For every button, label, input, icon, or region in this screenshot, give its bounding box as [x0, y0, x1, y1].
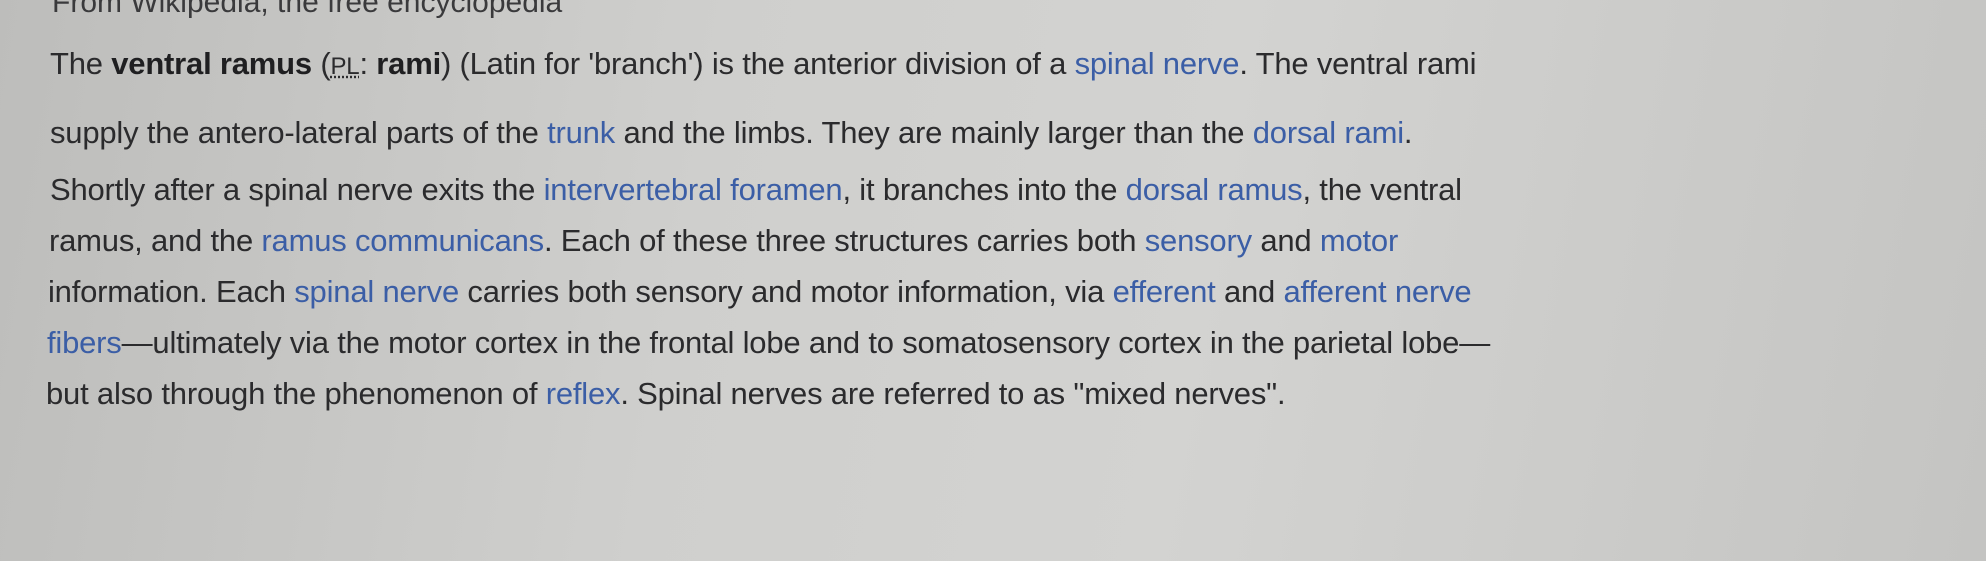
paragraph-2-line: Shortly after a spinal nerve exits the i… [50, 172, 1462, 208]
text-run: . The ventral rami [1239, 46, 1477, 81]
text-run: and [1251, 223, 1320, 258]
article-link[interactable]: trunk [547, 115, 616, 150]
text-run: —ultimately via the motor cortex in the … [121, 325, 1491, 360]
text-run: and [1215, 274, 1284, 309]
paragraph-2-line: but also through the phenomenon of refle… [46, 376, 1286, 412]
article-link[interactable]: efferent [1112, 274, 1216, 309]
text-run: supply the antero-lateral parts of the [50, 115, 548, 150]
text-run: . Spinal nerves are referred to as "mixe… [620, 376, 1286, 411]
text-run: ) (Latin for 'branch') is the anterior d… [440, 46, 1075, 81]
text-run: : [359, 46, 377, 81]
plural-abbreviation[interactable]: PL [330, 53, 360, 80]
article-link[interactable]: afferent nerve [1283, 274, 1472, 309]
paragraph-2-line: ramus, and the ramus communicans. Each o… [49, 223, 1398, 259]
text-run: carries both sensory and motor informati… [459, 274, 1113, 309]
text-run: , it branches into the [842, 172, 1126, 207]
article-link[interactable]: motor [1319, 223, 1399, 258]
article-link[interactable]: dorsal ramus [1125, 172, 1303, 207]
text-run: Shortly after a spinal nerve exits the [50, 172, 544, 207]
text-run: and the limbs. They are mainly larger th… [615, 115, 1253, 150]
text-run: . Each of these three structures carries… [543, 223, 1145, 258]
bold-term: ventral ramus [111, 46, 312, 81]
paragraph-1-line: The ventral ramus (PL: rami) (Latin for … [50, 46, 1477, 82]
bold-term: rami [376, 46, 441, 81]
paragraph-1-line: supply the antero-lateral parts of the t… [50, 115, 1413, 151]
text-run: ( [311, 46, 331, 81]
article-link[interactable]: sensory [1144, 223, 1252, 258]
article-link[interactable]: intervertebral foramen [543, 172, 843, 207]
article-link[interactable]: reflex [545, 376, 621, 411]
article-link[interactable]: ramus communicans [261, 223, 544, 258]
site-tagline: From Wikipedia, the free encyclopedia [52, 0, 563, 19]
article-link[interactable]: spinal nerve [1074, 46, 1240, 81]
text-run: The [50, 46, 112, 81]
article-link[interactable]: spinal nerve [294, 274, 460, 309]
text-run: ramus, and the [49, 223, 262, 258]
paragraph-2-line: information. Each spinal nerve carries b… [48, 274, 1472, 310]
text-run: , the ventral [1302, 172, 1462, 207]
paragraph-2-line: fibers—ultimately via the motor cortex i… [47, 325, 1490, 361]
text-run: but also through the phenomenon of [46, 376, 546, 411]
text-run: information. Each [48, 274, 295, 309]
article-link[interactable]: fibers [47, 325, 122, 360]
text-run: . [1403, 115, 1413, 150]
article-link[interactable]: dorsal rami [1252, 115, 1404, 150]
